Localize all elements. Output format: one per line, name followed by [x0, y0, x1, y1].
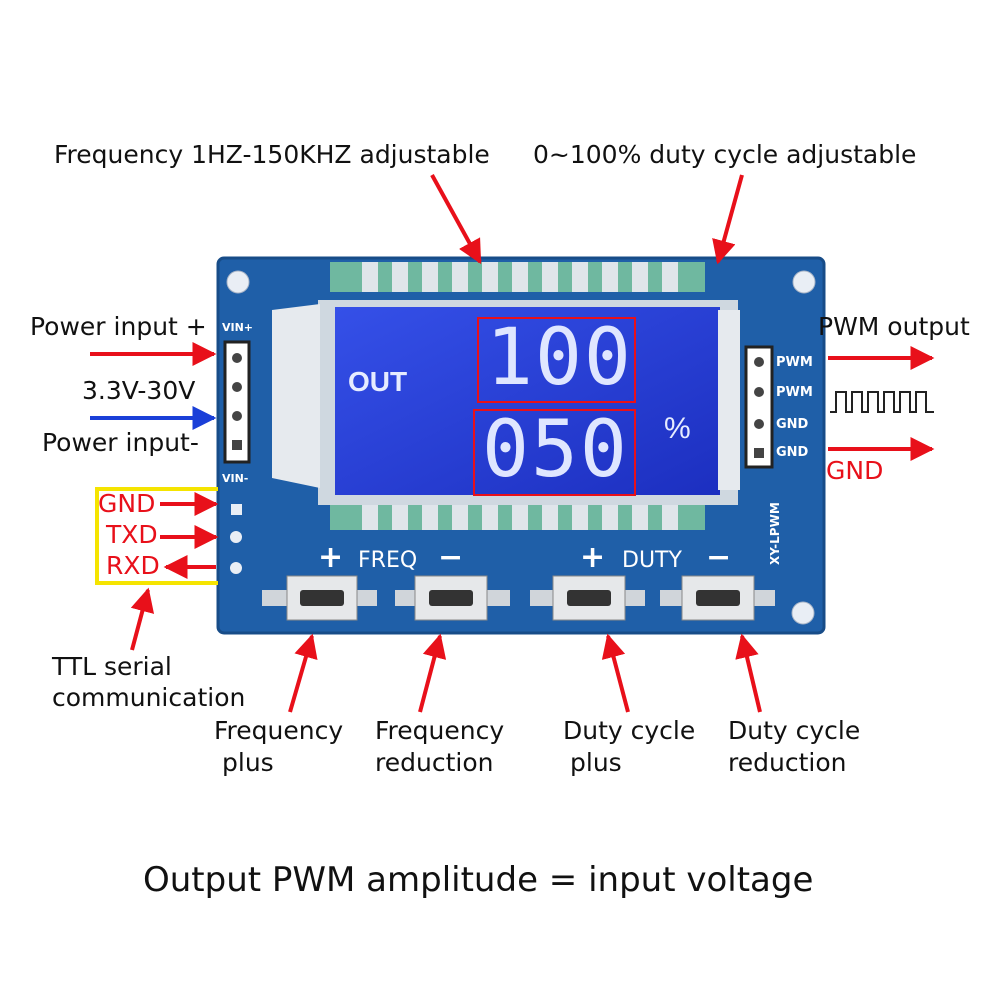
gnd-output-callout: GND [826, 456, 884, 485]
ttl-serial-callout-line2: communication [52, 683, 246, 712]
serial-header [230, 504, 242, 574]
frequency-plus-callout-line2: plus [222, 748, 274, 777]
lcd-out-label: OUT [348, 366, 408, 397]
frequency-plus-button[interactable] [287, 576, 357, 620]
serial-pin-rxd: RXD [106, 551, 160, 580]
frequency-range-callout: Frequency 1HZ-150KHZ adjustable [54, 140, 490, 169]
frequency-reduction-callout-line1: Frequency [375, 716, 505, 745]
serial-pin-gnd: GND [98, 489, 156, 518]
duty-reduction-callout-line1: Duty cycle [728, 716, 861, 745]
vin-minus-label: VIN- [222, 472, 249, 485]
power-minus-callout: Power input- [42, 428, 199, 457]
freq-minus-sign: − [438, 540, 464, 575]
frequency-reduction-button[interactable] [415, 576, 487, 620]
out-pin-label-1: PWM [776, 355, 813, 370]
freq-label: FREQ [358, 548, 418, 573]
lcd-frequency-value: 100 [486, 313, 633, 403]
duty-minus-sign: − [706, 540, 732, 575]
frequency-reduction-callout-line2: reduction [375, 748, 494, 777]
out-pin-label-2: PWM [776, 385, 813, 400]
ttl-serial-callout-line1: TTL serial [52, 652, 172, 681]
duty-range-callout: 0~100% duty cycle adjustable [533, 140, 917, 169]
pwm-output-header [744, 345, 774, 469]
out-pin-label-4: GND [776, 445, 809, 460]
duty-cycle-reduction-button[interactable] [682, 576, 754, 620]
pwm-waveform [830, 391, 934, 413]
power-plus-callout: Power input + [30, 312, 207, 341]
lcd-percent-sign: % [664, 412, 691, 445]
board-model-label: XY-LPWM [768, 502, 782, 565]
lcd-pins-top [330, 262, 705, 292]
lcd-frame [272, 300, 740, 505]
pwm-output-callout: PWM output [818, 312, 970, 341]
out-pin-label-3: GND [776, 417, 809, 432]
frequency-plus-callout-line1: Frequency [214, 716, 344, 745]
duty-reduction-callout-line2: reduction [728, 748, 847, 777]
freq-plus-sign: + [318, 540, 344, 575]
duty-plus-sign: + [580, 540, 606, 575]
duty-label: DUTY [622, 548, 682, 573]
duty-plus-callout-line1: Duty cycle [563, 716, 696, 745]
lcd-duty-value: 050 [482, 405, 629, 495]
duty-plus-callout-line2: plus [570, 748, 622, 777]
power-input-header [223, 340, 251, 464]
duty-cycle-plus-button[interactable] [553, 576, 625, 620]
frequency-highlight-box [477, 317, 636, 403]
button-bodies [262, 575, 775, 621]
footer-caption: Output PWM amplitude = input voltage [143, 860, 814, 900]
voltage-callout: 3.3V-30V [82, 376, 196, 405]
duty-highlight-box [473, 409, 636, 496]
vin-plus-label: VIN+ [222, 321, 254, 334]
serial-pin-txd: TXD [106, 520, 158, 549]
serial-yellow-box [95, 487, 218, 585]
callout-arrows [90, 174, 935, 713]
